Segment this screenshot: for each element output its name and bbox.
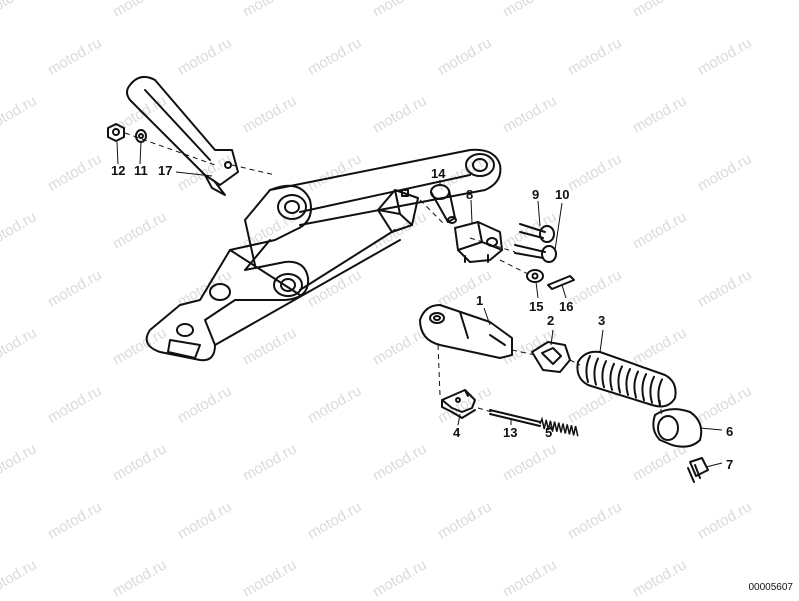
rubber-rib	[657, 378, 663, 407]
rubber-damper-drawing	[531, 341, 571, 373]
rubber-rib	[609, 362, 615, 391]
rubber-rib	[625, 368, 631, 396]
rubber-rib	[617, 365, 623, 394]
rubber-rib	[649, 375, 655, 404]
callout-13: 13	[503, 425, 518, 440]
pivot-pin-drawing	[430, 184, 457, 224]
callout-4: 4	[453, 425, 461, 440]
rubber-rib	[641, 373, 647, 402]
callout-2: 2	[547, 313, 555, 328]
callout-16: 16	[559, 299, 574, 314]
clamp-drawing	[441, 389, 476, 419]
footrest-plate-drawing	[145, 148, 502, 362]
callout-12: 12	[111, 163, 126, 178]
callout-3: 3	[598, 313, 606, 328]
callout-15: 15	[529, 299, 544, 314]
callout-1: 1	[476, 293, 484, 308]
footrest-bracket-drawing	[419, 304, 513, 359]
gear-lever-drawing	[126, 75, 239, 196]
rubber-rib	[633, 370, 639, 399]
end-cap-drawing	[652, 408, 703, 448]
callout-9: 9	[532, 187, 540, 202]
callout-11: 11	[134, 163, 148, 178]
callout-17: 17	[158, 163, 173, 178]
footrest-rubber-drawing	[576, 350, 677, 408]
callout-5: 5	[545, 425, 553, 440]
callout-8: 8	[466, 187, 474, 202]
bolts-drawing	[514, 223, 557, 263]
callout-14: 14	[431, 166, 446, 181]
rubber-rib	[585, 355, 591, 383]
callout-6: 6	[726, 424, 734, 439]
end-cap-screw-drawing	[687, 457, 709, 483]
pivot-mount-drawing	[454, 221, 503, 263]
spring-coil	[539, 416, 579, 437]
nut-and-washer-drawing	[107, 123, 147, 143]
catalog-number: 00005607	[748, 582, 794, 593]
rubber-rib	[593, 357, 599, 386]
washer-cotter-drawing	[526, 269, 575, 290]
rubber-rib	[601, 360, 607, 389]
callout-7: 7	[726, 457, 734, 472]
pin-and-spring-drawing	[489, 409, 541, 427]
callout-10: 10	[555, 187, 570, 202]
